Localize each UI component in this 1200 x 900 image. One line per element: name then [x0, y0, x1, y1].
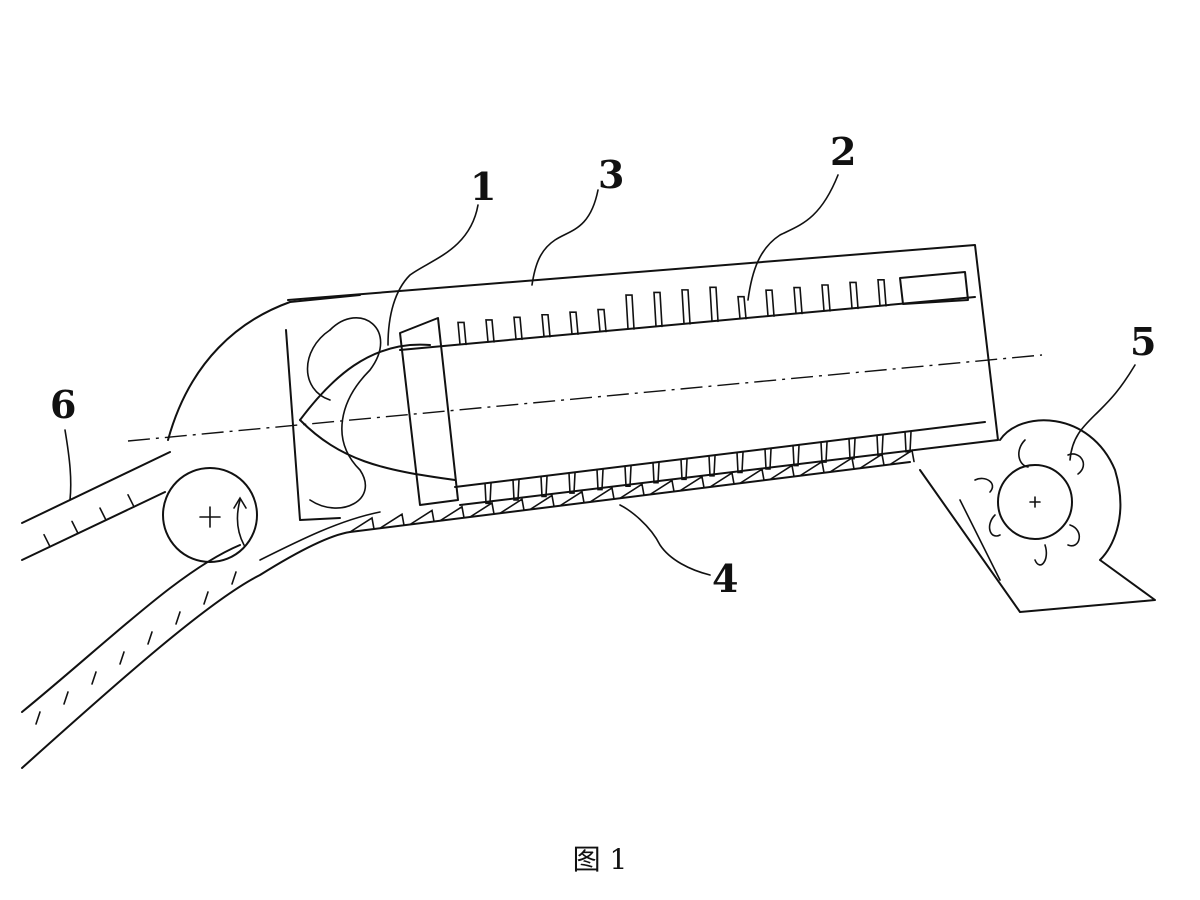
feed-conveyor: [21, 451, 381, 769]
discharge-fan: [919, 419, 1156, 613]
bottom-trough: [349, 449, 915, 533]
leader-lines: [64, 174, 1136, 576]
center-axis: [127, 354, 1043, 442]
conveyor-cleats: [35, 493, 237, 725]
callout-1: 1: [470, 164, 496, 209]
outer-cylinder: [167, 244, 999, 506]
figure-caption: 图 1: [572, 843, 628, 876]
feed-cone: [285, 317, 456, 521]
callout-5: 5: [1130, 319, 1156, 364]
callout-2: 2: [830, 129, 856, 174]
callout-4: 4: [712, 556, 738, 601]
callout-6: 6: [50, 382, 76, 427]
lower-teeth: [484, 431, 912, 505]
drive-roller: [162, 467, 258, 563]
upper-teeth: [457, 279, 887, 346]
callout-3: 3: [598, 152, 624, 197]
inner-drum: [399, 271, 986, 506]
